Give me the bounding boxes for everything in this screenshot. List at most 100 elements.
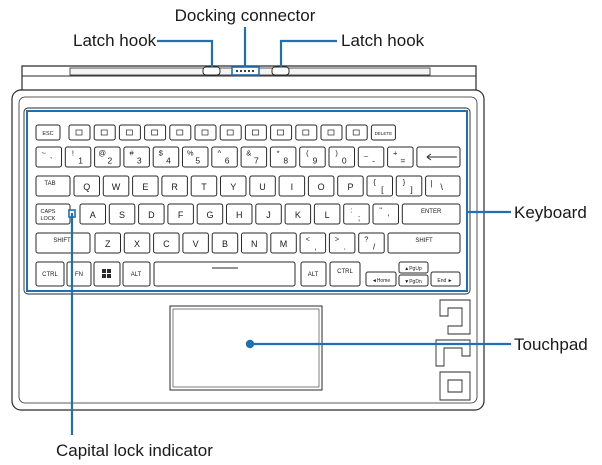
number-key-7[interactable]	[240, 146, 268, 168]
key-w[interactable]	[102, 175, 130, 197]
right-ctrl-key[interactable]	[329, 261, 361, 287]
key-z[interactable]	[94, 232, 121, 254]
number-key-3-shift-label: #	[129, 148, 134, 157]
right-shift-key[interactable]	[387, 232, 461, 254]
key-q[interactable]	[73, 175, 100, 197]
number-key-4[interactable]	[152, 146, 180, 168]
number-key-2[interactable]	[94, 146, 121, 168]
key-m[interactable]	[270, 232, 297, 254]
fn-row-key-13[interactable]	[370, 124, 396, 141]
number-key-0-label: `	[50, 155, 53, 165]
fn-row-key-6[interactable]	[194, 124, 217, 141]
key-s[interactable]	[108, 203, 136, 225]
number-key-9-label: 9	[313, 155, 318, 165]
tab-key[interactable]	[35, 175, 71, 197]
z-row-sym-key-1[interactable]	[328, 232, 356, 254]
key-j[interactable]	[255, 203, 282, 225]
key-e[interactable]	[132, 175, 159, 197]
fn-row-key-9[interactable]	[270, 124, 293, 141]
pgdn-key-label: ▼PgDn	[404, 279, 422, 285]
number-key-10[interactable]	[328, 146, 355, 168]
key-g[interactable]	[196, 203, 224, 225]
q-row-sym-key-0-label: [	[381, 184, 384, 194]
enter-key[interactable]	[401, 203, 461, 225]
a-row-sym-key-0[interactable]	[343, 203, 370, 225]
latch-hook-right-shape	[271, 66, 290, 76]
fn-row-key-4[interactable]	[144, 124, 167, 141]
z-row-sym-key-2-label: /	[373, 241, 376, 251]
number-key-9[interactable]	[299, 146, 326, 168]
right-alt-key[interactable]	[300, 261, 327, 287]
key-f[interactable]	[167, 203, 194, 225]
end-key[interactable]	[430, 271, 461, 287]
z-row-sym-key-0[interactable]	[299, 232, 327, 254]
left-alt-key[interactable]	[122, 261, 151, 287]
key-p[interactable]	[337, 175, 364, 197]
key-k[interactable]	[284, 203, 312, 225]
number-key-5[interactable]	[182, 146, 209, 168]
fn-row-key-8-icon	[252, 129, 259, 136]
key-t[interactable]	[190, 175, 218, 197]
left-shift-key[interactable]	[35, 232, 91, 254]
label-latch-hook-left: Latch hook	[73, 31, 157, 50]
key-n[interactable]	[241, 232, 268, 254]
q-row-sym-key-0[interactable]	[366, 175, 393, 197]
key-k-label: K	[295, 210, 301, 220]
key-l[interactable]	[313, 203, 341, 225]
fn-row-key-2[interactable]	[93, 124, 116, 141]
key-v[interactable]	[182, 232, 209, 254]
fn-row-key-12[interactable]	[345, 124, 368, 141]
z-row-sym-key-2[interactable]	[358, 232, 385, 254]
key-x[interactable]	[123, 232, 151, 254]
label-docking-connector: Docking connector	[175, 6, 316, 25]
spacebar[interactable]	[153, 261, 296, 287]
fn-row-key-0[interactable]	[35, 124, 61, 141]
key-o[interactable]	[307, 175, 335, 197]
fn-row-key-7[interactable]	[219, 124, 242, 141]
number-key-12[interactable]	[387, 146, 414, 168]
key-h[interactable]	[226, 203, 253, 225]
fn-row-key-3[interactable]	[118, 124, 141, 141]
number-key-6-label: 6	[225, 155, 230, 165]
fn-key-label: FN	[75, 272, 83, 278]
number-key-3[interactable]	[123, 146, 150, 168]
number-key-6[interactable]	[211, 146, 238, 168]
a-row-sym-key-0-shift-label: :	[350, 205, 352, 214]
key-b[interactable]	[211, 232, 239, 254]
number-key-7-label: 7	[254, 155, 259, 165]
left-alt-key-label: ALT	[131, 272, 142, 278]
key-c[interactable]	[153, 232, 180, 254]
z-row-sym-key-2-shift-label: ?	[364, 234, 368, 243]
pgdn-key[interactable]	[398, 274, 429, 287]
key-r[interactable]	[161, 175, 188, 197]
fn-row-key-1[interactable]	[68, 124, 91, 141]
number-key-0-shift-label: ~	[41, 148, 46, 157]
a-row-sym-key-1-shift-label: "	[379, 205, 382, 214]
a-row-sym-key-1-label: '	[387, 212, 389, 222]
number-key-0[interactable]	[35, 146, 62, 168]
left-ctrl-key[interactable]	[35, 261, 65, 287]
number-key-8[interactable]	[269, 146, 297, 168]
home-key[interactable]	[365, 271, 397, 287]
fn-row-key-8[interactable]	[244, 124, 267, 141]
key-d[interactable]	[138, 203, 165, 225]
number-key-1[interactable]	[64, 146, 92, 168]
a-row-sym-key-1[interactable]	[372, 203, 399, 225]
key-c-label: C	[163, 239, 170, 249]
number-key-10-shift-label: )	[335, 148, 338, 157]
pgup-key[interactable]	[398, 261, 429, 274]
number-key-3-label: 3	[137, 155, 142, 165]
key-e-label: E	[142, 182, 148, 192]
key-u[interactable]	[249, 175, 276, 197]
fn-row-key-10[interactable]	[295, 124, 318, 141]
key-w-label: W	[112, 182, 121, 192]
q-row-sym-key-1[interactable]	[395, 175, 423, 197]
number-key-11[interactable]	[357, 146, 385, 168]
fn-row-key-11[interactable]	[320, 124, 343, 141]
fn-row-key-5[interactable]	[169, 124, 192, 141]
key-a[interactable]	[79, 203, 106, 225]
backslash-key[interactable]	[425, 175, 461, 197]
key-i[interactable]	[278, 175, 306, 197]
key-y[interactable]	[220, 175, 247, 197]
